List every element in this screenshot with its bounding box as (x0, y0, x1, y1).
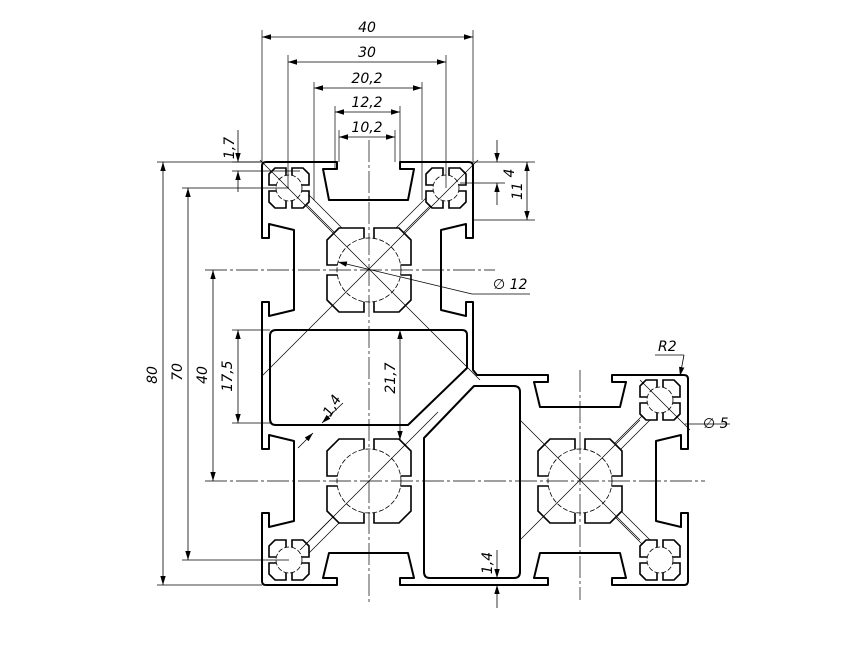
left-dimensions (157, 161, 403, 586)
dim-width-12-2: 12,2 (351, 95, 382, 111)
dim-chamber-17-5: 17,5 (220, 360, 236, 391)
dim-width-20-2: 20,2 (351, 71, 382, 87)
bore-circle (646, 546, 674, 574)
dim-wall-diag: 1,4 (320, 392, 345, 419)
dim-lip-1-7: 1,7 (222, 137, 238, 159)
dim-chamber-21-7: 21,7 (383, 362, 399, 393)
dim-right-offsets (460, 140, 535, 221)
core-dia-leader (337, 261, 473, 295)
corner-node (639, 539, 681, 581)
center-lines (205, 140, 705, 605)
dim-height-80: 80 (145, 366, 161, 384)
dim-radius-r2: R2 (658, 339, 677, 355)
dim-height-40: 40 (195, 366, 211, 384)
dim-width-40: 40 (358, 20, 376, 36)
dim-width-30: 30 (358, 45, 376, 61)
dim-height-70: 70 (170, 363, 186, 381)
dim-offset-11: 11 (510, 182, 526, 200)
dim-offset-4: 4 (502, 169, 518, 178)
dim-wall-bottom: 1,4 (480, 552, 496, 574)
dim-hole-dia: ∅ 5 (703, 416, 729, 432)
dim-core-dia: ∅ 12 (493, 277, 528, 293)
dim-width-10-2: 10,2 (351, 120, 382, 136)
top-dimensions (261, 30, 474, 200)
